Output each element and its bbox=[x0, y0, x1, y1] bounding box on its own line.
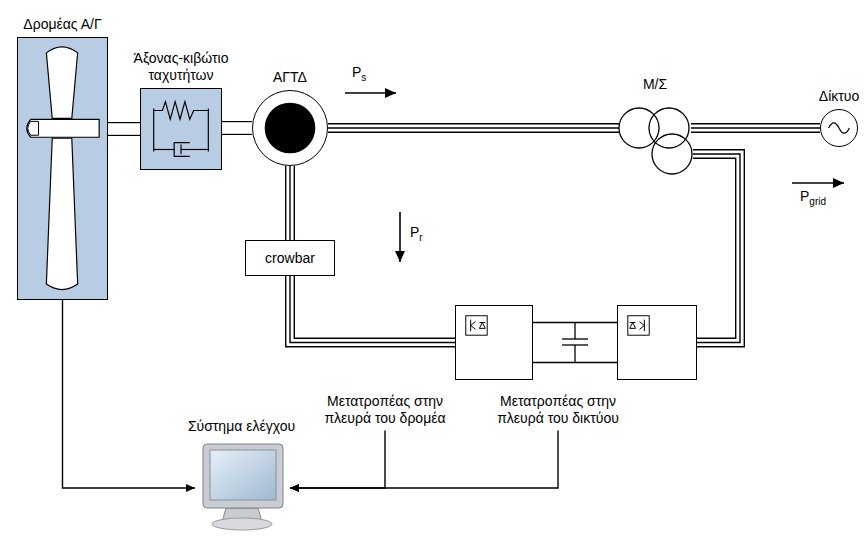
gearbox-box: Άξονας-κιβώτιο ταχυτήτων bbox=[140, 88, 222, 170]
node-caption: Μ/Σ bbox=[643, 76, 667, 93]
signal-arrow bbox=[63, 300, 196, 488]
spring-damper-symbol bbox=[141, 89, 221, 169]
converter-symbol bbox=[456, 306, 532, 379]
computer-node: Σύστημα ελέγχου bbox=[195, 440, 290, 535]
power-line bbox=[693, 154, 740, 343]
connector-stroke bbox=[285, 166, 295, 240]
converter-box: Μετατροπέας στην πλευρά του δρομέα bbox=[455, 305, 533, 380]
generator-circle: ΑΓΤΔ bbox=[252, 90, 328, 166]
connector-stroke bbox=[328, 123, 619, 133]
node-caption: ΑΓΤΔ bbox=[273, 69, 307, 86]
crowbar-box: crowbar bbox=[245, 240, 335, 276]
node-caption: Σύστημα ελέγχου bbox=[188, 418, 295, 435]
connector-stroke bbox=[290, 431, 558, 488]
signal-arrow bbox=[290, 431, 558, 488]
power-line bbox=[222, 128, 252, 129]
capacitor-symbol bbox=[562, 322, 588, 362]
connector-stroke bbox=[222, 122, 252, 134]
converter-symbol bbox=[618, 306, 696, 379]
converter-box: Μετατροπέας στην πλευρά του δικτύου bbox=[617, 305, 697, 380]
transformer-symbol bbox=[618, 98, 694, 178]
connector-stroke bbox=[222, 121, 252, 135]
power-label: Ps bbox=[352, 64, 366, 84]
grid-source-symbol bbox=[821, 110, 857, 146]
signal-arrow bbox=[290, 431, 385, 488]
connector-stroke bbox=[286, 166, 293, 240]
connector-stroke bbox=[691, 124, 820, 131]
connector-stroke bbox=[693, 154, 740, 343]
generator-rotor bbox=[253, 91, 327, 165]
power-line bbox=[328, 128, 619, 129]
node-caption: Δίκτυο bbox=[819, 88, 859, 105]
connector-stroke bbox=[290, 276, 455, 343]
connector-stroke bbox=[693, 154, 740, 343]
node-caption: Δρομέας Α/Γ bbox=[23, 16, 101, 33]
rotor-illustration bbox=[18, 38, 107, 299]
connector-stroke bbox=[108, 123, 140, 135]
node-caption: Μετατροπέας στην πλευρά του δικτύου bbox=[483, 393, 633, 427]
power-arrow bbox=[792, 182, 844, 184]
node-caption: Μετατροπέας στην πλευρά του δρομέα bbox=[310, 393, 460, 427]
connector-stroke bbox=[328, 124, 619, 131]
connector-stroke bbox=[328, 127, 619, 128]
connector-stroke bbox=[533, 322, 617, 363]
power-line bbox=[108, 129, 140, 130]
box-label: crowbar bbox=[265, 250, 315, 267]
connector-stroke bbox=[289, 166, 290, 240]
power-line bbox=[290, 166, 291, 240]
power-arrow bbox=[345, 92, 396, 94]
node-caption: Άξονας-κιβώτιο ταχυτήτων bbox=[111, 50, 251, 84]
power-arrow bbox=[399, 212, 401, 262]
computer-icon bbox=[195, 440, 290, 535]
connector-stroke bbox=[290, 276, 455, 343]
connector-stroke bbox=[108, 122, 140, 136]
connector-stroke bbox=[693, 154, 740, 343]
connector-stroke bbox=[63, 300, 196, 488]
power-line bbox=[533, 342, 617, 343]
connector-stroke bbox=[691, 127, 820, 128]
connector-stroke bbox=[290, 276, 455, 343]
power-label: Pr bbox=[410, 224, 423, 244]
connector-stroke bbox=[691, 123, 820, 133]
power-line bbox=[691, 128, 820, 129]
power-line bbox=[290, 276, 455, 343]
rotor-box: Δρομέας Α/Γ bbox=[17, 37, 108, 300]
connector-stroke bbox=[290, 431, 385, 488]
grid-circle: Δίκτυο bbox=[820, 109, 858, 147]
power-label: Pgrid bbox=[800, 188, 826, 208]
transformer-node: Μ/Σ bbox=[618, 98, 694, 178]
